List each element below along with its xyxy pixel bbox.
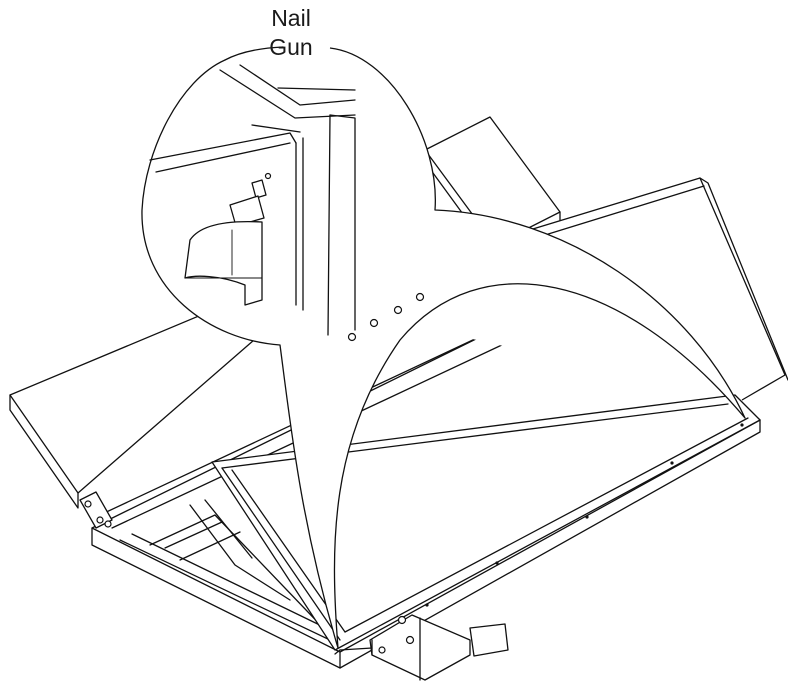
callout-bubble [141, 47, 746, 649]
table-frame [9, 116, 788, 669]
door-frame-top [211, 394, 761, 651]
callout-label-line2: Gun [269, 34, 313, 60]
magnified-callout [141, 46, 746, 649]
nail-gun-detail-tip [251, 179, 267, 199]
callout-label: Nail Gun [246, 4, 336, 62]
nail-gun-nozzle [469, 623, 509, 657]
callout-label-line1: Nail [271, 5, 311, 31]
nail-gun-tool [334, 614, 509, 681]
nail-gun-detail-grip [184, 220, 263, 306]
nail-gun-detail-head [229, 195, 265, 227]
